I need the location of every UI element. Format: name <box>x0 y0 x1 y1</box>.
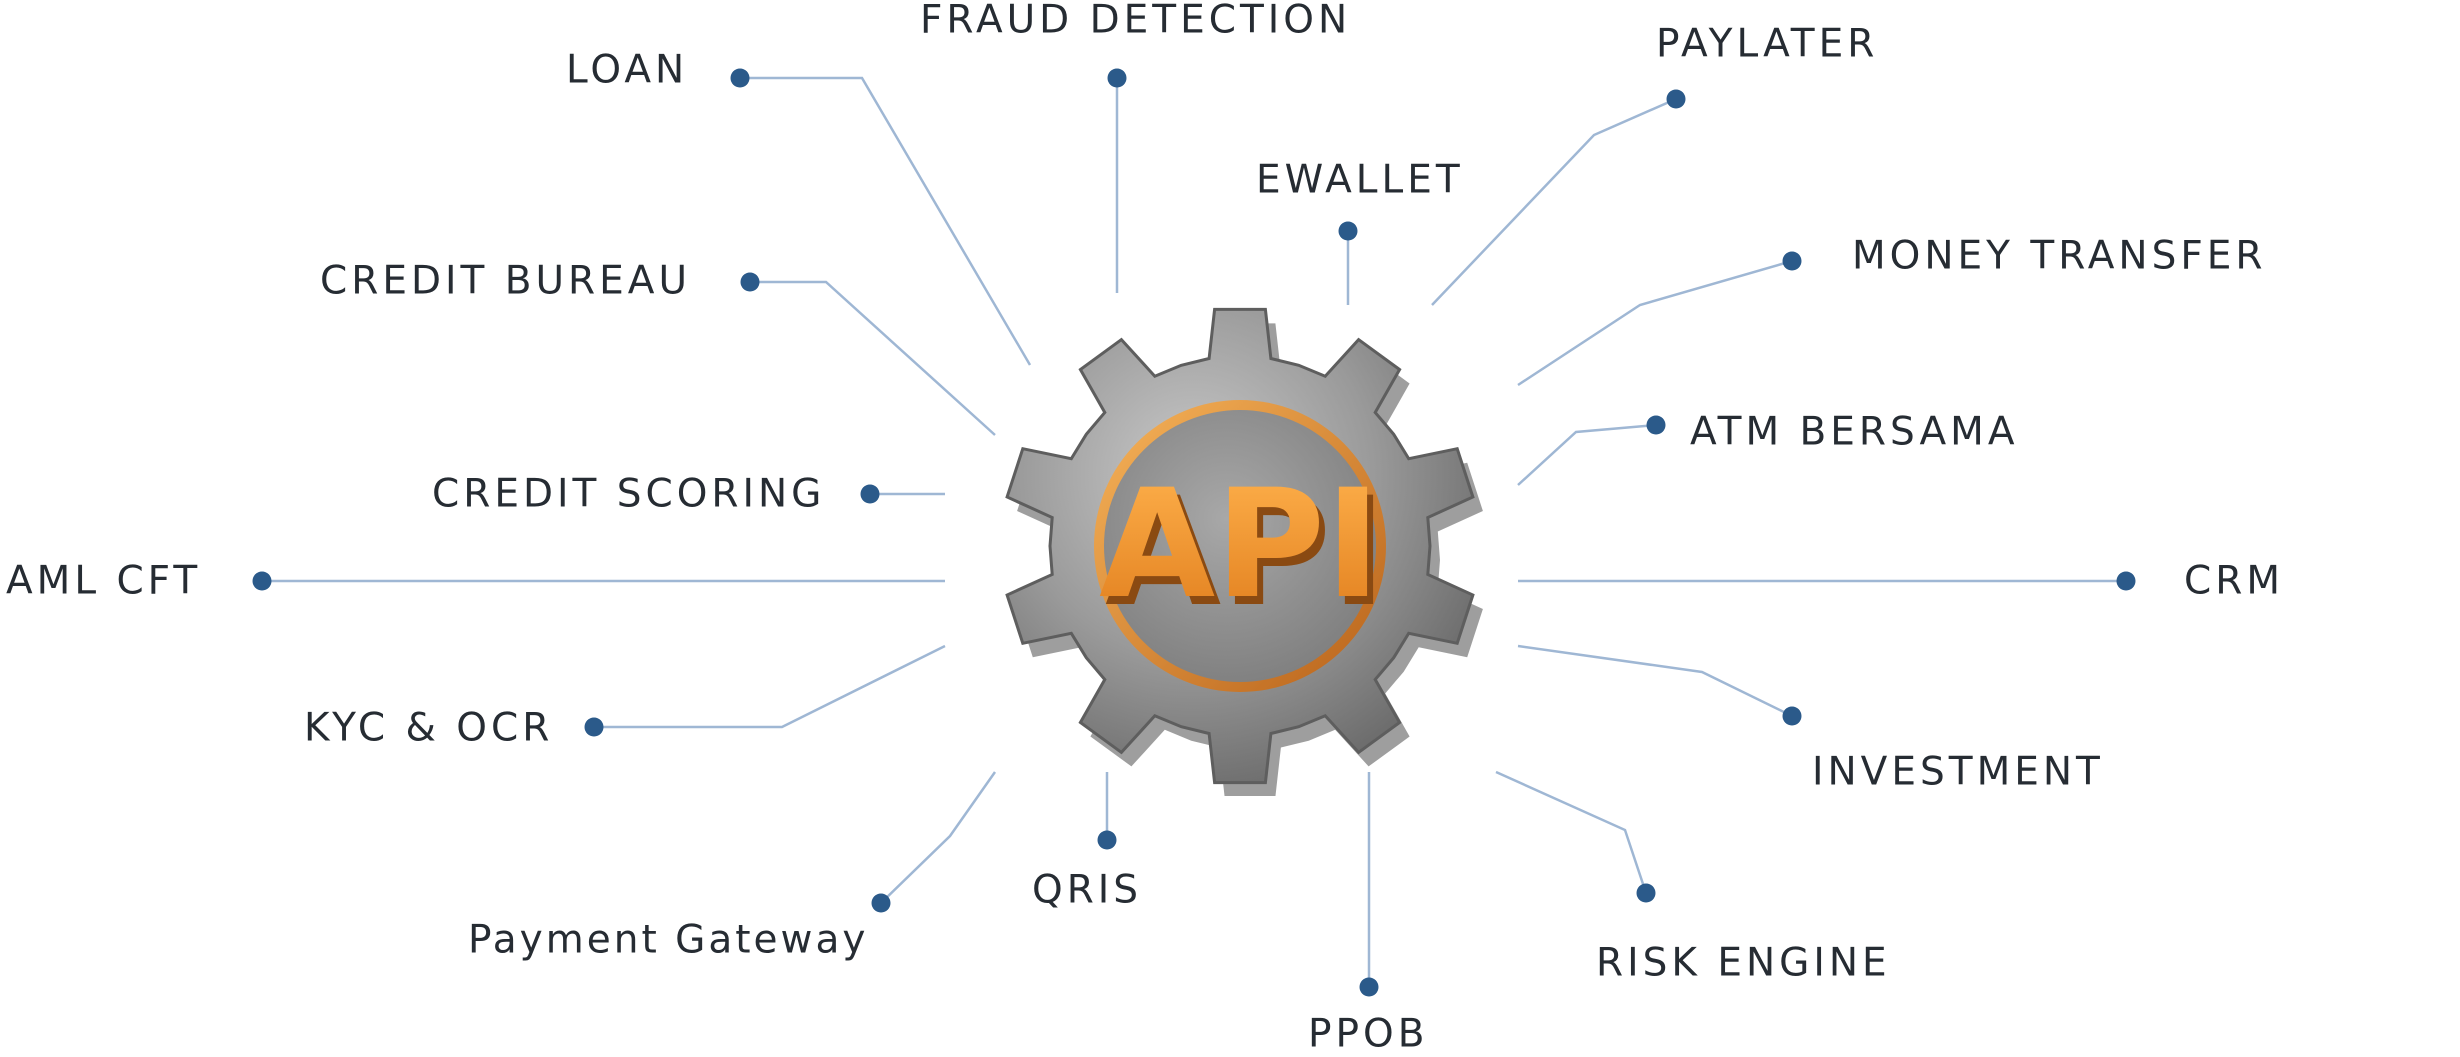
label-atm-bersama: ATM BERSAMA <box>1690 409 2019 455</box>
dot-paylater <box>1666 89 1686 109</box>
label-ppob: PPOB <box>1308 1011 1429 1057</box>
label-ewallet: EWALLET <box>1256 157 1464 203</box>
dot-qris <box>1097 830 1117 850</box>
connector-loan <box>740 76 1032 366</box>
connector-payment-gateway <box>880 771 997 904</box>
connector-atm-bersama <box>1517 423 1657 486</box>
dot-kyc-ocr <box>584 717 604 737</box>
label-aml-cft: AML CFT <box>6 558 202 604</box>
label-credit-scoring: CREDIT SCORING <box>432 471 826 517</box>
dot-payment-gateway <box>871 893 891 913</box>
connector-risk-engine <box>1495 770 1648 894</box>
dot-atm-bersama <box>1646 415 1666 435</box>
label-payment-gateway: Payment Gateway <box>468 917 869 963</box>
connector-kyc-ocr <box>594 644 946 729</box>
label-money-transfer: MONEY TRANSFER <box>1852 233 2267 279</box>
dot-risk-engine <box>1636 883 1656 903</box>
label-paylater: PAYLATER <box>1656 21 1879 67</box>
dot-ewallet <box>1338 221 1358 241</box>
dot-crm <box>2116 571 2136 591</box>
label-qris: QRIS <box>1032 867 1143 913</box>
dot-fraud-detection <box>1107 68 1127 88</box>
api-label: API <box>1099 458 1381 632</box>
dot-loan <box>730 68 750 88</box>
label-kyc-ocr: KYC & OCR <box>304 705 554 751</box>
api-shadow-text: API <box>1105 466 1387 640</box>
connector-investment <box>1517 644 1793 718</box>
label-investment: INVESTMENT <box>1812 749 2104 795</box>
label-credit-bureau: CREDIT BUREAU <box>320 258 691 304</box>
label-fraud-detection: FRAUD DETECTION <box>920 0 1352 43</box>
label-crm: CRM <box>2184 558 2284 604</box>
connector-money-transfer <box>1517 259 1793 387</box>
label-loan: LOAN <box>566 47 689 93</box>
api-gear-icon: API API <box>1005 307 1483 796</box>
dot-aml-cft <box>252 571 272 591</box>
dot-investment <box>1782 706 1802 726</box>
dot-money-transfer <box>1782 251 1802 271</box>
dot-credit-bureau <box>740 272 760 292</box>
gear-recess <box>1104 410 1376 682</box>
connector-credit-bureau <box>750 280 996 436</box>
connector-paylater <box>1431 97 1677 306</box>
label-risk-engine: RISK ENGINE <box>1596 940 1891 986</box>
dot-credit-scoring <box>860 484 880 504</box>
dot-ppob <box>1359 977 1379 997</box>
